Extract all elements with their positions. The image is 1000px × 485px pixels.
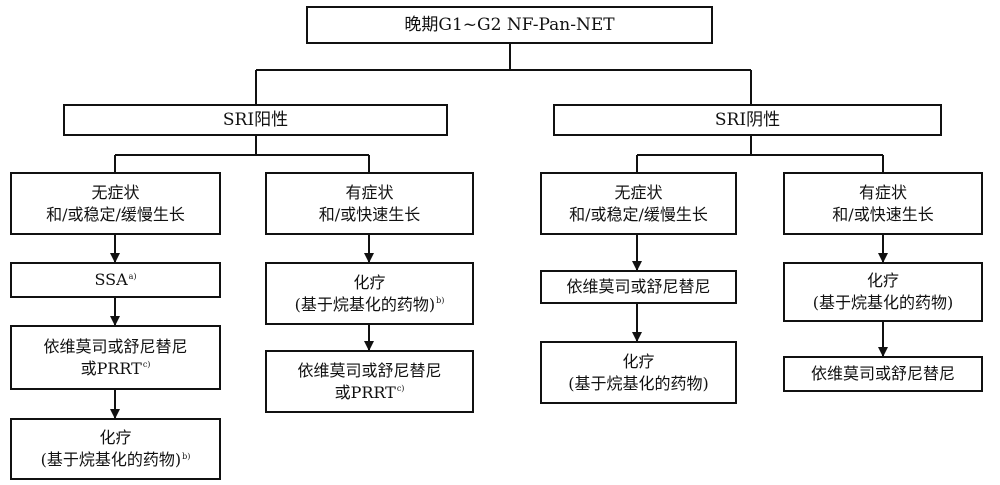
right-condition-rapid: 有症状 和/或快速生长: [783, 172, 983, 235]
left-condition-rapid: 有症状 和/或快速生长: [265, 172, 474, 235]
step-line-1: 化疗: [622, 351, 655, 371]
right-condition-stable: 无症状 和/或稳定/缓慢生长: [540, 172, 737, 235]
step-line-1: 依维莫司或舒尼替尼: [297, 360, 442, 380]
root-node: 晚期G1~G2 NF-Pan-NET: [306, 6, 713, 44]
sri-negative-label: SRI阴性: [714, 110, 781, 130]
right-a-step2-chemo: 化疗 (基于烷基化的药物): [540, 341, 737, 404]
step-label: 依维莫司或舒尼替尼: [810, 364, 955, 383]
footnote-b: b): [436, 296, 445, 306]
right-a-step1-everolimus: 依维莫司或舒尼替尼: [540, 270, 737, 304]
left-a-step1-ssa: SSAa): [10, 262, 221, 298]
condition-line-1: 无症状: [91, 182, 140, 202]
step-line-2: (基于烷基化的药物): [812, 293, 954, 312]
step-label: 依维莫司或舒尼替尼: [566, 277, 711, 296]
sri-positive-label: SRI阳性: [222, 110, 289, 130]
step-line-2: 或PRRT: [334, 382, 396, 402]
step-line-2: (基于烷基化的药物): [40, 450, 182, 469]
left-condition-stable: 无症状 和/或稳定/缓慢生长: [10, 172, 221, 235]
condition-line-2: 和/或稳定/缓慢生长: [46, 204, 185, 224]
condition-line-1: 有症状: [345, 182, 394, 202]
condition-line-1: 有症状: [858, 182, 907, 202]
left-a-step3-chemo: 化疗 (基于烷基化的药物)b): [10, 418, 221, 480]
condition-line-2: 和/或快速生长: [832, 204, 934, 224]
right-b-step1-chemo: 化疗 (基于烷基化的药物): [783, 262, 983, 322]
condition-line-2: 和/或快速生长: [318, 204, 421, 224]
sri-positive-header: SRI阳性: [63, 104, 448, 136]
footnote-b: b): [182, 451, 191, 461]
step-line-2: (基于烷基化的药物): [568, 373, 709, 393]
step-line-1: 依维莫司或舒尼替尼: [43, 336, 188, 356]
sri-negative-header: SRI阴性: [553, 104, 942, 136]
left-b-step2-everolimus-prrt: 依维莫司或舒尼替尼 或PRRTc): [265, 350, 474, 413]
root-label: 晚期G1~G2 NF-Pan-NET: [404, 15, 615, 35]
ssa-label: SSA: [94, 270, 128, 289]
left-a-step2-everolimus-prrt: 依维莫司或舒尼替尼 或PRRTc): [10, 325, 221, 390]
footnote-c: c): [396, 384, 405, 394]
condition-line-2: 和/或稳定/缓慢生长: [569, 204, 708, 224]
step-line-2: 或PRRT: [80, 358, 142, 378]
step-line-1: 化疗: [866, 271, 899, 290]
step-line-2: (基于烷基化的药物): [294, 294, 436, 314]
step-line-1: 化疗: [353, 272, 386, 292]
right-b-step2-everolimus: 依维莫司或舒尼替尼: [783, 356, 983, 392]
footnote-c: c): [142, 360, 151, 370]
footnote-a: a): [128, 271, 137, 281]
left-b-step1-chemo: 化疗 (基于烷基化的药物)b): [265, 262, 474, 325]
condition-line-1: 无症状: [614, 182, 663, 202]
step-line-1: 化疗: [99, 428, 132, 447]
